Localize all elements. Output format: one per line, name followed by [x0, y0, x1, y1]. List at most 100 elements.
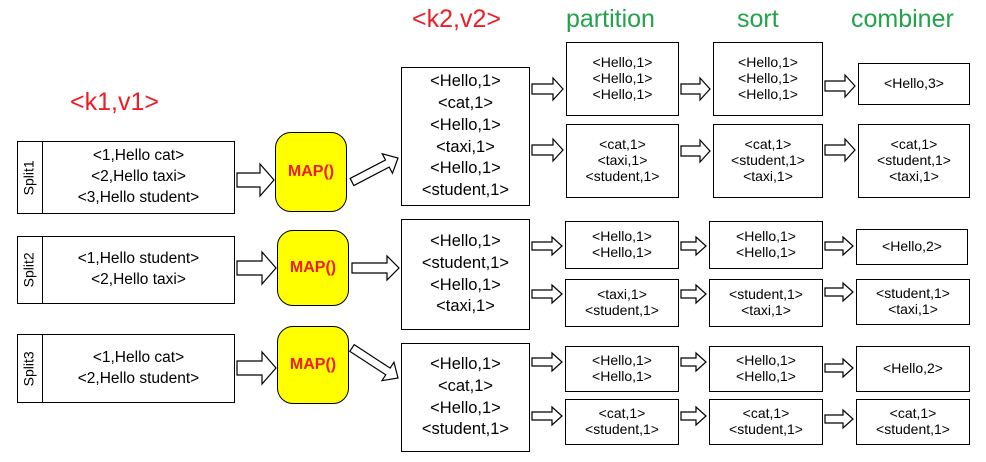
kv-line: <taxi,1> — [743, 167, 793, 184]
kv-line: <cat,1> — [889, 405, 937, 422]
kv-line: <Hello,1> — [736, 228, 796, 245]
flow-arrow — [824, 281, 854, 303]
flow-arrow — [824, 357, 854, 379]
header-k1v1: <k1,v1> — [70, 88, 159, 116]
kv-line: <Hello,1> — [592, 368, 652, 384]
split-records: <1,Hello cat> <2,Hello taxi> <3,Hello st… — [43, 142, 234, 213]
flow-arrow — [236, 250, 277, 286]
kv-line: <student,1> — [877, 152, 951, 169]
kv-line: <Hello,2> — [883, 360, 943, 377]
kv-line: <Hello,1> — [736, 352, 796, 369]
kv-line: <taxi,1> — [888, 301, 938, 317]
flow-arrow — [680, 76, 711, 102]
kv-line: <cat,1> — [437, 93, 494, 112]
flow-arrow — [824, 408, 854, 430]
kv-line: <student,1> — [729, 286, 803, 303]
kv-line: <Hello,1> — [430, 354, 501, 373]
flow-arrow — [348, 343, 399, 382]
map-function-3: MAP() — [277, 326, 349, 404]
flow-arrow — [349, 152, 399, 187]
sort-box: <cat,1> <student,1> — [709, 399, 823, 445]
map-function-1: MAP() — [275, 132, 347, 212]
flow-arrow — [531, 235, 563, 257]
record-line: <1,Hello student> — [77, 250, 200, 268]
split-box-1: Split1 <1,Hello cat> <2,Hello taxi> <3,H… — [17, 141, 235, 214]
sort-box: <cat,1> <student,1> <taxi,1> — [713, 124, 823, 198]
map-output-3: <Hello,1> <cat,1> <Hello,1> <student,1> — [401, 343, 530, 452]
header-combiner: combiner — [851, 5, 954, 33]
kv-line: <Hello,1> — [738, 70, 798, 87]
record-line: <2,Hello taxi> — [91, 168, 186, 186]
kv-line: <student,1> — [585, 167, 660, 184]
sort-box: <Hello,1> <Hello,1> — [709, 346, 823, 392]
kv-line: <Hello,1> — [592, 85, 653, 102]
kv-line: <student,1> — [421, 420, 510, 439]
kv-line: <cat,1> — [437, 376, 494, 395]
combiner-box: <Hello,2> — [856, 346, 970, 392]
split-box-3: Split3 <1,Hello cat> <2,Hello student> — [17, 334, 235, 403]
sort-box: <Hello,1> <Hello,1> — [709, 221, 823, 269]
kv-line: <Hello,1> — [430, 231, 501, 250]
kv-line: <student,1> — [585, 302, 659, 318]
kv-line: <student,1> — [729, 421, 803, 437]
kv-line: <taxi,1> — [889, 167, 939, 184]
kv-line: <Hello,3> — [884, 75, 944, 92]
kv-line: <cat,1> — [598, 405, 646, 422]
record-line: <2,Hello taxi> — [91, 271, 186, 288]
kv-line: <Hello,1> — [430, 275, 501, 294]
flow-arrow — [531, 137, 564, 163]
kv-line: <Hello,1> — [430, 72, 501, 91]
kv-line: <taxi,1> — [436, 297, 495, 316]
flow-arrow — [351, 254, 400, 282]
kv-line: <student,1> — [876, 421, 950, 437]
header-sort: sort — [737, 5, 779, 33]
kv-line: <student,1> — [731, 152, 805, 169]
flow-arrow — [531, 283, 563, 305]
kv-line: <cat,1> — [599, 136, 646, 153]
kv-line: <Hello,1> — [430, 115, 501, 134]
kv-line: <taxi,1> — [597, 286, 647, 303]
kv-line: <student,1> — [421, 253, 510, 272]
header-partition: partition — [566, 5, 655, 33]
kv-line: <Hello,2> — [882, 238, 942, 255]
combiner-box: <Hello,3> — [858, 63, 970, 105]
kv-line: <Hello,1> — [592, 352, 652, 369]
flow-arrow — [680, 235, 707, 257]
kv-line: <cat,1> — [742, 405, 790, 422]
kv-line: <cat,1> — [890, 136, 938, 153]
split-records: <1,Hello student> <2,Hello taxi> — [43, 237, 234, 303]
kv-line: <Hello,1> — [736, 244, 796, 260]
partition-box: <cat,1> <taxi,1> <student,1> — [566, 124, 679, 198]
kv-line: <Hello,1> — [592, 70, 653, 87]
partition-box: <taxi,1> <student,1> — [565, 279, 679, 327]
split-label: Split2 — [18, 237, 43, 303]
flow-arrow — [680, 351, 707, 373]
partition-box: <Hello,1> <Hello,1> — [565, 221, 679, 269]
split-box-2: Split2 <1,Hello student> <2,Hello taxi> — [17, 236, 235, 304]
flow-arrow — [680, 405, 707, 427]
combiner-box: <cat,1> <student,1> <taxi,1> — [858, 124, 970, 198]
flow-arrow — [824, 137, 856, 163]
flow-arrow — [680, 138, 711, 164]
kv-line: <Hello,1> — [430, 398, 501, 417]
partition-box: <Hello,1> <Hello,1> <Hello,1> — [566, 42, 679, 116]
kv-line: <taxi,1> — [741, 302, 791, 318]
record-line: <3,Hello student> — [77, 188, 200, 206]
flow-arrow — [531, 405, 563, 427]
flow-arrow — [824, 235, 854, 257]
sort-box: <Hello,1> <Hello,1> <Hello,1> — [713, 42, 823, 116]
kv-line: <Hello,1> — [430, 159, 501, 178]
split-label: Split1 — [18, 142, 43, 213]
record-line: <1,Hello cat> — [92, 147, 185, 165]
split-records: <1,Hello cat> <2,Hello student> — [43, 335, 234, 402]
kv-line: <Hello,1> — [738, 54, 798, 71]
flow-arrow — [824, 73, 856, 99]
kv-line: <taxi,1> — [436, 137, 495, 156]
kv-line: <taxi,1> — [597, 152, 648, 169]
kv-line: <student,1> — [876, 285, 950, 302]
kv-line: <student,1> — [585, 421, 659, 437]
split-label: Split3 — [18, 335, 43, 402]
partition-box: <Hello,1> <Hello,1> — [565, 346, 679, 392]
flow-arrow — [236, 162, 275, 198]
flow-arrow — [236, 350, 277, 386]
